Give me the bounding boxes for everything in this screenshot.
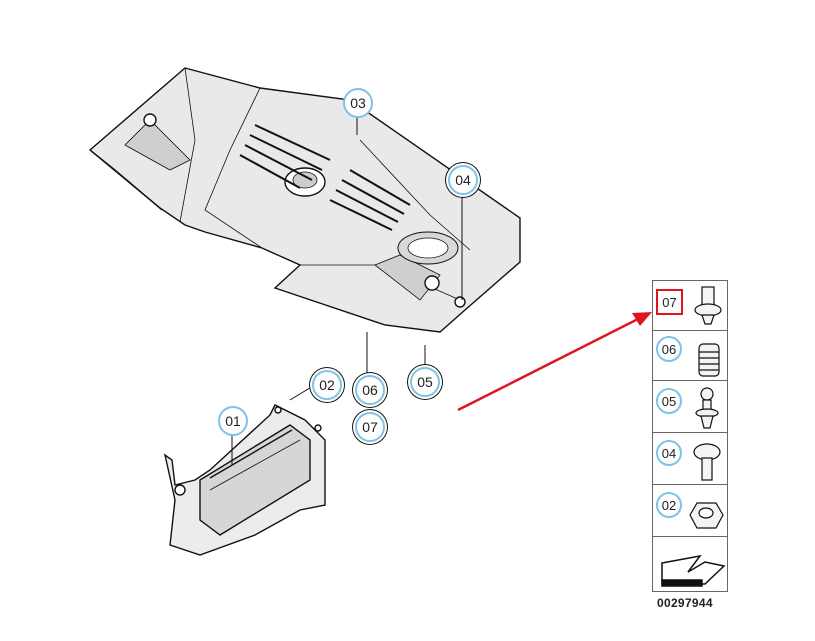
legend-label-06: 06 [656,336,682,362]
arrow-symbol-icon [661,554,726,587]
hex-nut-icon [689,502,724,529]
legend-item-07[interactable]: 07 [653,281,727,331]
part-number: 00297944 [657,596,713,610]
legend-part-icons [661,286,726,587]
leader-lines [231,115,463,465]
rivet-icon [695,387,719,429]
callout-04[interactable]: 04 [448,165,478,195]
grommet-icon [698,343,720,377]
engine-cover [88,67,521,333]
legend-label-07: 07 [656,289,683,315]
bracket-part [163,404,326,556]
legend-item-02[interactable]: 02 [653,487,727,537]
highlight-arrow [457,312,652,412]
legend-item-04[interactable]: 04 [653,435,727,485]
legend-item-06[interactable]: 06 [653,331,727,381]
legend-item-05[interactable]: 05 [653,383,727,433]
legend-label-05: 05 [656,388,682,414]
parts-legend: 07 06 05 04 02 [652,280,728,592]
callout-01[interactable]: 01 [218,406,248,436]
torx-screw-icon [693,443,721,481]
callout-07[interactable]: 07 [355,412,385,442]
stud-bolt-icon [694,286,722,325]
callout-03[interactable]: 03 [343,88,373,118]
callout-05[interactable]: 05 [410,367,440,397]
callout-06[interactable]: 06 [355,375,385,405]
callout-02[interactable]: 02 [312,370,342,400]
legend-label-04: 04 [656,440,682,466]
legend-label-02: 02 [656,492,682,518]
